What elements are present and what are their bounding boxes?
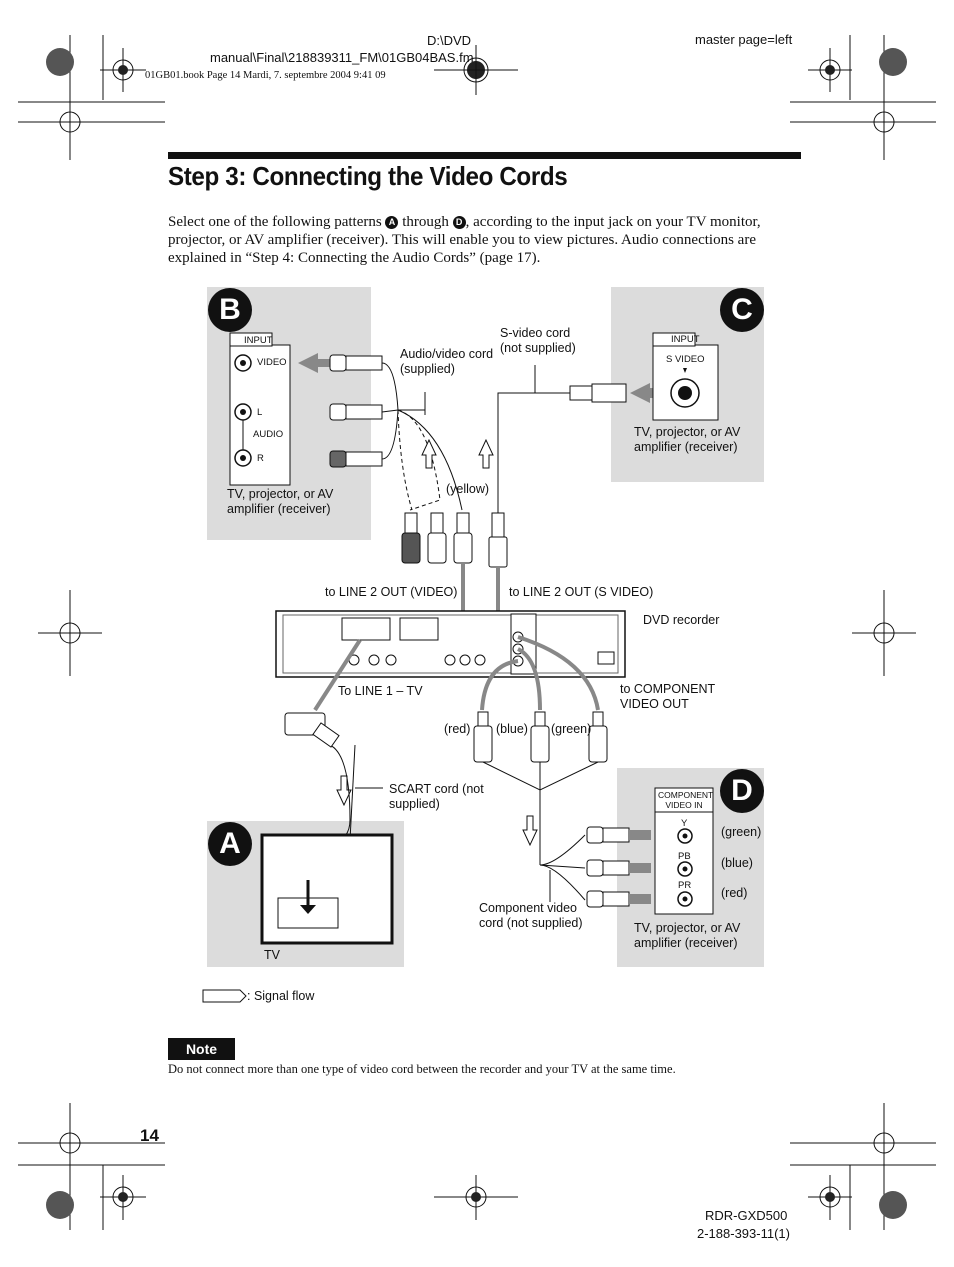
panel-d-y-label: Y [681, 818, 688, 829]
part-number: 2-188-393-11(1) [697, 1226, 790, 1241]
model-number: RDR-GXD500 [705, 1208, 788, 1223]
panel-d-component-line2: VIDEO IN [665, 800, 703, 810]
letter-a-badge: A [385, 216, 399, 229]
badge-d: D [720, 769, 764, 813]
note-label: Note [168, 1038, 235, 1060]
to-line2-svideo-label: to LINE 2 OUT (S VIDEO) [509, 585, 654, 599]
signal-flow-legend: : Signal flow [247, 989, 315, 1003]
dvd-recorder-label: DVD recorder [643, 613, 720, 627]
header-master-page: master page=left [695, 32, 793, 47]
title-rule [168, 152, 801, 159]
panel-b-audio-label: AUDIO [253, 429, 284, 440]
header-book-info: 01GB01.book Page 14 Mardi, 7. septembre … [145, 70, 386, 81]
badge-b: B [208, 288, 252, 332]
panel-d-red-label: (red) [721, 886, 748, 900]
page-number: 14 [140, 1126, 159, 1145]
panel-d-pr-label: PR [678, 880, 692, 891]
page-title: Step 3: Connecting the Video Cords [168, 161, 568, 191]
component-cord-label: Component video cord (not supplied) [479, 901, 583, 930]
panel-b-caption: TV, projector, or AV amplifier (receiver… [227, 487, 334, 516]
yellow-label: (yellow) [446, 482, 490, 496]
badge-a: A [208, 822, 252, 866]
panel-c-caption: TV, projector, or AV amplifier (receiver… [634, 425, 741, 454]
panel-b-l-label: L [257, 407, 263, 418]
intro-text-2: , according to the input jack on your TV… [168, 214, 761, 266]
to-line1-tv-label: To LINE 1 – TV [338, 684, 423, 698]
panel-d-pb-label: PB [678, 851, 691, 862]
badge-c: C [720, 288, 764, 332]
panel-a-tv-label: TV [264, 948, 280, 962]
note-text: Do not connect more than one type of vid… [168, 1062, 676, 1076]
intro-paragraph: Select one of the following patterns A t… [168, 213, 788, 267]
panel-d-component-line1: COMPONENT [658, 790, 714, 800]
panel-d-green-label: (green) [721, 825, 762, 839]
panel-b-video-label: VIDEO [257, 357, 287, 368]
letter-d-badge: D [452, 216, 466, 229]
green-label: (green) [551, 722, 592, 736]
panel-b-input-label: INPUT [244, 335, 273, 346]
panel-c-input-label: INPUT [671, 334, 700, 345]
to-line2-video-label: to LINE 2 OUT (VIDEO) [325, 585, 458, 599]
panel-b-r-label: R [257, 453, 264, 464]
red-label: (red) [444, 722, 471, 736]
intro-through: through [402, 214, 449, 230]
panel-d-blue-label: (blue) [721, 856, 753, 870]
header-path-line2: manual\Final\218839311_FM\01GB04BAS.fm [210, 50, 474, 65]
panel-d-caption: TV, projector, or AV amplifier (receiver… [634, 921, 741, 950]
svideo-cord-label: S-video cord (not supplied) [500, 326, 576, 355]
blue-label: (blue) [496, 722, 528, 736]
panel-c-svideo-label: S VIDEO [666, 354, 705, 365]
to-component-label: to COMPONENT VIDEO OUT [620, 682, 715, 711]
scart-cord-label: SCART cord (not supplied) [389, 782, 484, 811]
header-path-line1: D:\DVD [427, 33, 472, 48]
audio-video-cord-label: Audio/video cord (supplied) [400, 347, 494, 376]
intro-text-1: Select one of the following patterns [168, 214, 382, 230]
